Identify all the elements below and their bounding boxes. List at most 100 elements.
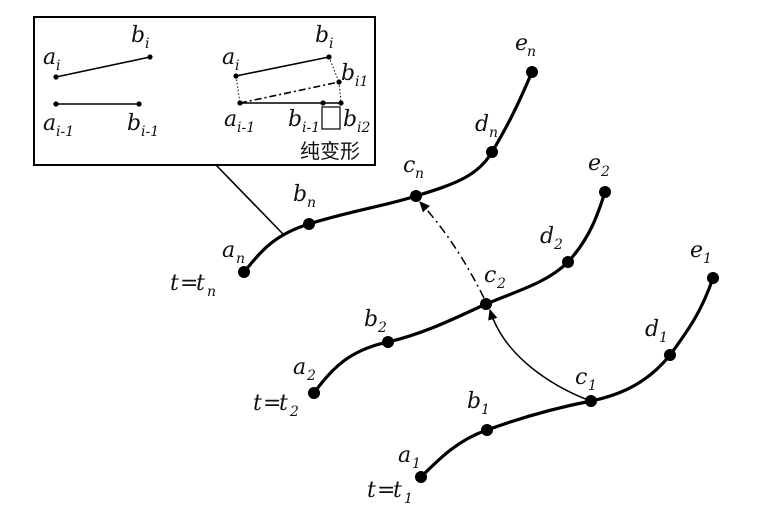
arrow-c2-to-cn (419, 201, 485, 299)
point-d1 (664, 349, 676, 361)
label-time-n-sub: n (207, 284, 216, 300)
label-dn: d (475, 112, 489, 137)
label-bi1-sub: i1 (355, 74, 368, 90)
label-bn-sub: n (307, 195, 316, 211)
label-bi: b (131, 23, 145, 48)
label-ai-1: a (43, 111, 56, 136)
point-c2 (480, 298, 492, 310)
label-ai-right: a (222, 45, 235, 70)
inset-leader-line (215, 164, 284, 235)
arrow-c1-to-c2 (488, 308, 592, 402)
label-time-1-t: t (393, 478, 402, 503)
label-bi-1-right-sub: i-1 (302, 120, 320, 136)
label-bi-right-sub: i (329, 36, 333, 52)
label-bi1: b (341, 61, 355, 86)
label-a2-sub: 2 (306, 368, 316, 384)
inset-panel: a i b i a i-1 b i-1 a i b i b i1 a i-1 b… (33, 16, 376, 166)
label-ai: a (43, 45, 56, 70)
label-time-2-eq: = (263, 391, 281, 416)
point-e2 (599, 186, 611, 198)
label-e2: e (588, 151, 601, 176)
label-dn-sub: n (489, 125, 498, 141)
point-a1 (415, 471, 427, 483)
label-time-2-t: t (279, 391, 288, 416)
point-b2 (382, 336, 394, 348)
label-time-n-t: t (196, 271, 205, 296)
point-d2 (562, 256, 574, 268)
point-ai-1-right (237, 100, 243, 106)
point-bn (303, 218, 315, 230)
label-d2: d (540, 224, 554, 249)
label-bi-right: b (315, 23, 329, 48)
label-cn-sub: n (415, 166, 424, 182)
label-e1: e (690, 238, 703, 263)
point-ai-1 (53, 101, 59, 107)
label-b2: b (364, 307, 378, 332)
label-time-n-eq: = (180, 271, 198, 296)
label-ai-right-sub: i (235, 58, 239, 74)
label-c2-sub: 2 (496, 276, 506, 292)
label-time-1-sub: 1 (404, 491, 413, 507)
label-time-n: t (170, 271, 179, 296)
point-a2 (308, 387, 320, 399)
label-en: e (515, 31, 528, 56)
label-bi-1-sub: i-1 (141, 124, 159, 140)
point-bi-1-right (320, 100, 326, 106)
inset-caption: 纯变形 (300, 139, 360, 163)
label-time-1-eq: = (377, 478, 395, 503)
segment-ai-bi (55, 56, 151, 78)
label-an-sub: n (236, 251, 245, 267)
curve-2-path (312, 190, 607, 395)
label-ai-1-sub: i-1 (56, 124, 74, 140)
label-bi-sub: i (145, 36, 149, 52)
label-time-2: t (253, 391, 262, 416)
label-b2-sub: 2 (377, 320, 387, 336)
label-en-sub: n (527, 44, 536, 60)
label-time-2-sub: 2 (289, 404, 299, 420)
label-ai-sub: i (56, 58, 60, 74)
point-cn (410, 190, 422, 202)
label-c2: c (484, 263, 496, 288)
curve-2 (308, 186, 611, 399)
label-c1-sub: 1 (588, 378, 597, 394)
label-e1-sub: 1 (703, 251, 712, 267)
inset-border (33, 16, 376, 166)
label-bi-1-right: b (288, 107, 302, 132)
label-bi-1: b (127, 111, 141, 136)
label-bi2: b (343, 107, 357, 132)
segment-dashdot (239, 81, 340, 104)
segment-ai-bi-right (235, 56, 330, 77)
point-bi-1 (136, 101, 142, 107)
label-cn: c (403, 153, 415, 178)
label-d2-sub: 2 (553, 237, 563, 253)
label-time-1: t (367, 478, 376, 503)
curve-1-path (419, 276, 715, 479)
point-an (238, 266, 250, 278)
curve-n (238, 66, 538, 278)
point-bi (147, 54, 153, 60)
point-dn (486, 146, 498, 158)
label-a1: a (398, 443, 411, 468)
deformation-box (321, 106, 341, 130)
point-b1 (481, 424, 493, 436)
label-a1-sub: 1 (412, 456, 421, 472)
label-a2: a (293, 355, 306, 380)
label-b1-sub: 1 (481, 402, 490, 418)
dotted-link-a (235, 75, 241, 104)
label-ai-1-right: a (224, 107, 237, 132)
point-e1 (707, 272, 719, 284)
dotted-link-c (338, 81, 342, 104)
label-e2-sub: 2 (600, 164, 610, 180)
label-c1: c (575, 365, 587, 390)
label-bi2-sub: i2 (357, 120, 370, 136)
point-en (526, 66, 538, 78)
dotted-link-b (328, 56, 340, 83)
label-bn: b (293, 182, 307, 207)
label-d1: d (645, 317, 659, 342)
label-b1: b (467, 389, 481, 414)
label-d1-sub: 1 (659, 330, 668, 346)
curve-1 (415, 272, 719, 483)
point-ai (53, 74, 59, 80)
label-ai-1-right-sub: i-1 (237, 120, 255, 136)
